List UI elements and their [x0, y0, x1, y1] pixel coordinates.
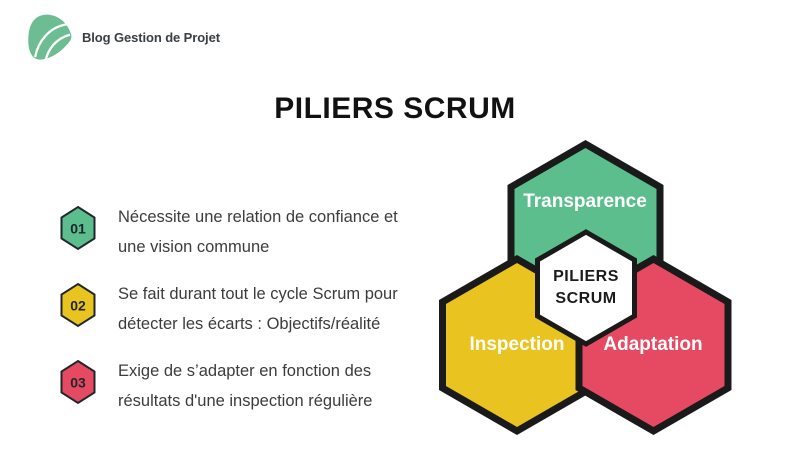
list-item-adaptation: 03 Exige de s’adapter en fonction des ré…: [57, 356, 429, 416]
center-label-line: SCRUM: [555, 290, 617, 307]
item-text-line: résultats d'une inspection régulière: [118, 392, 373, 410]
badge-hexagon: [60, 205, 96, 251]
logo-text: Blog Gestion de Projet: [82, 29, 220, 45]
page-title: PILIERS SCRUM: [274, 92, 516, 125]
hexagon-badge-01: 01: [60, 205, 96, 251]
list-item-transparence: 01 Nécessite une relation de confiance e…: [57, 202, 429, 262]
item-text: Se fait durant tout le cycle Scrum pour …: [118, 279, 398, 339]
hexagon-center: [535, 229, 637, 347]
leaf-vein-outer: [33, 22, 69, 58]
list-item-inspection: 02 Se fait durant tout le cycle Scrum po…: [57, 279, 429, 339]
item-text-line: une vision commune: [118, 238, 270, 256]
label-adaptation: Adaptation: [603, 334, 703, 355]
hexagon-cluster: [439, 139, 732, 436]
badge-number: 01: [70, 221, 86, 237]
item-text: Nécessite une relation de confiance et u…: [118, 202, 398, 262]
item-text-line: Nécessite une relation de confiance et: [118, 208, 398, 226]
item-text-line: détecter les écarts : Objectifs/réalité: [118, 315, 381, 333]
hexagon-badge-03: 03: [60, 359, 96, 405]
badge-number: 03: [70, 375, 86, 391]
pillar-description-list: 01 Nécessite une relation de confiance e…: [57, 202, 429, 433]
leaf-logo-icon: [28, 14, 72, 61]
label-transparence: Transparence: [523, 191, 647, 212]
badge-hexagon: [60, 282, 96, 328]
scrum-pillars-diagram: Transparence Inspection Adaptation PILIE…: [437, 139, 737, 436]
item-text: Exige de s’adapter en fonction des résul…: [118, 356, 372, 416]
badge-number: 02: [70, 298, 86, 314]
logo: Blog Gestion de Projet: [25, 12, 220, 62]
leaf-vein-inner: [44, 33, 71, 61]
item-text-line: Se fait durant tout le cycle Scrum pour: [118, 285, 398, 303]
badge-hexagon: [60, 359, 96, 405]
label-inspection: Inspection: [469, 334, 565, 355]
item-text-line: Exige de s’adapter en fonction des: [118, 362, 372, 380]
hexagon-badge-02: 02: [60, 282, 96, 328]
center-label-line: PILIERS: [553, 268, 619, 285]
center-hexagon-label: PILIERS SCRUM: [536, 266, 636, 310]
